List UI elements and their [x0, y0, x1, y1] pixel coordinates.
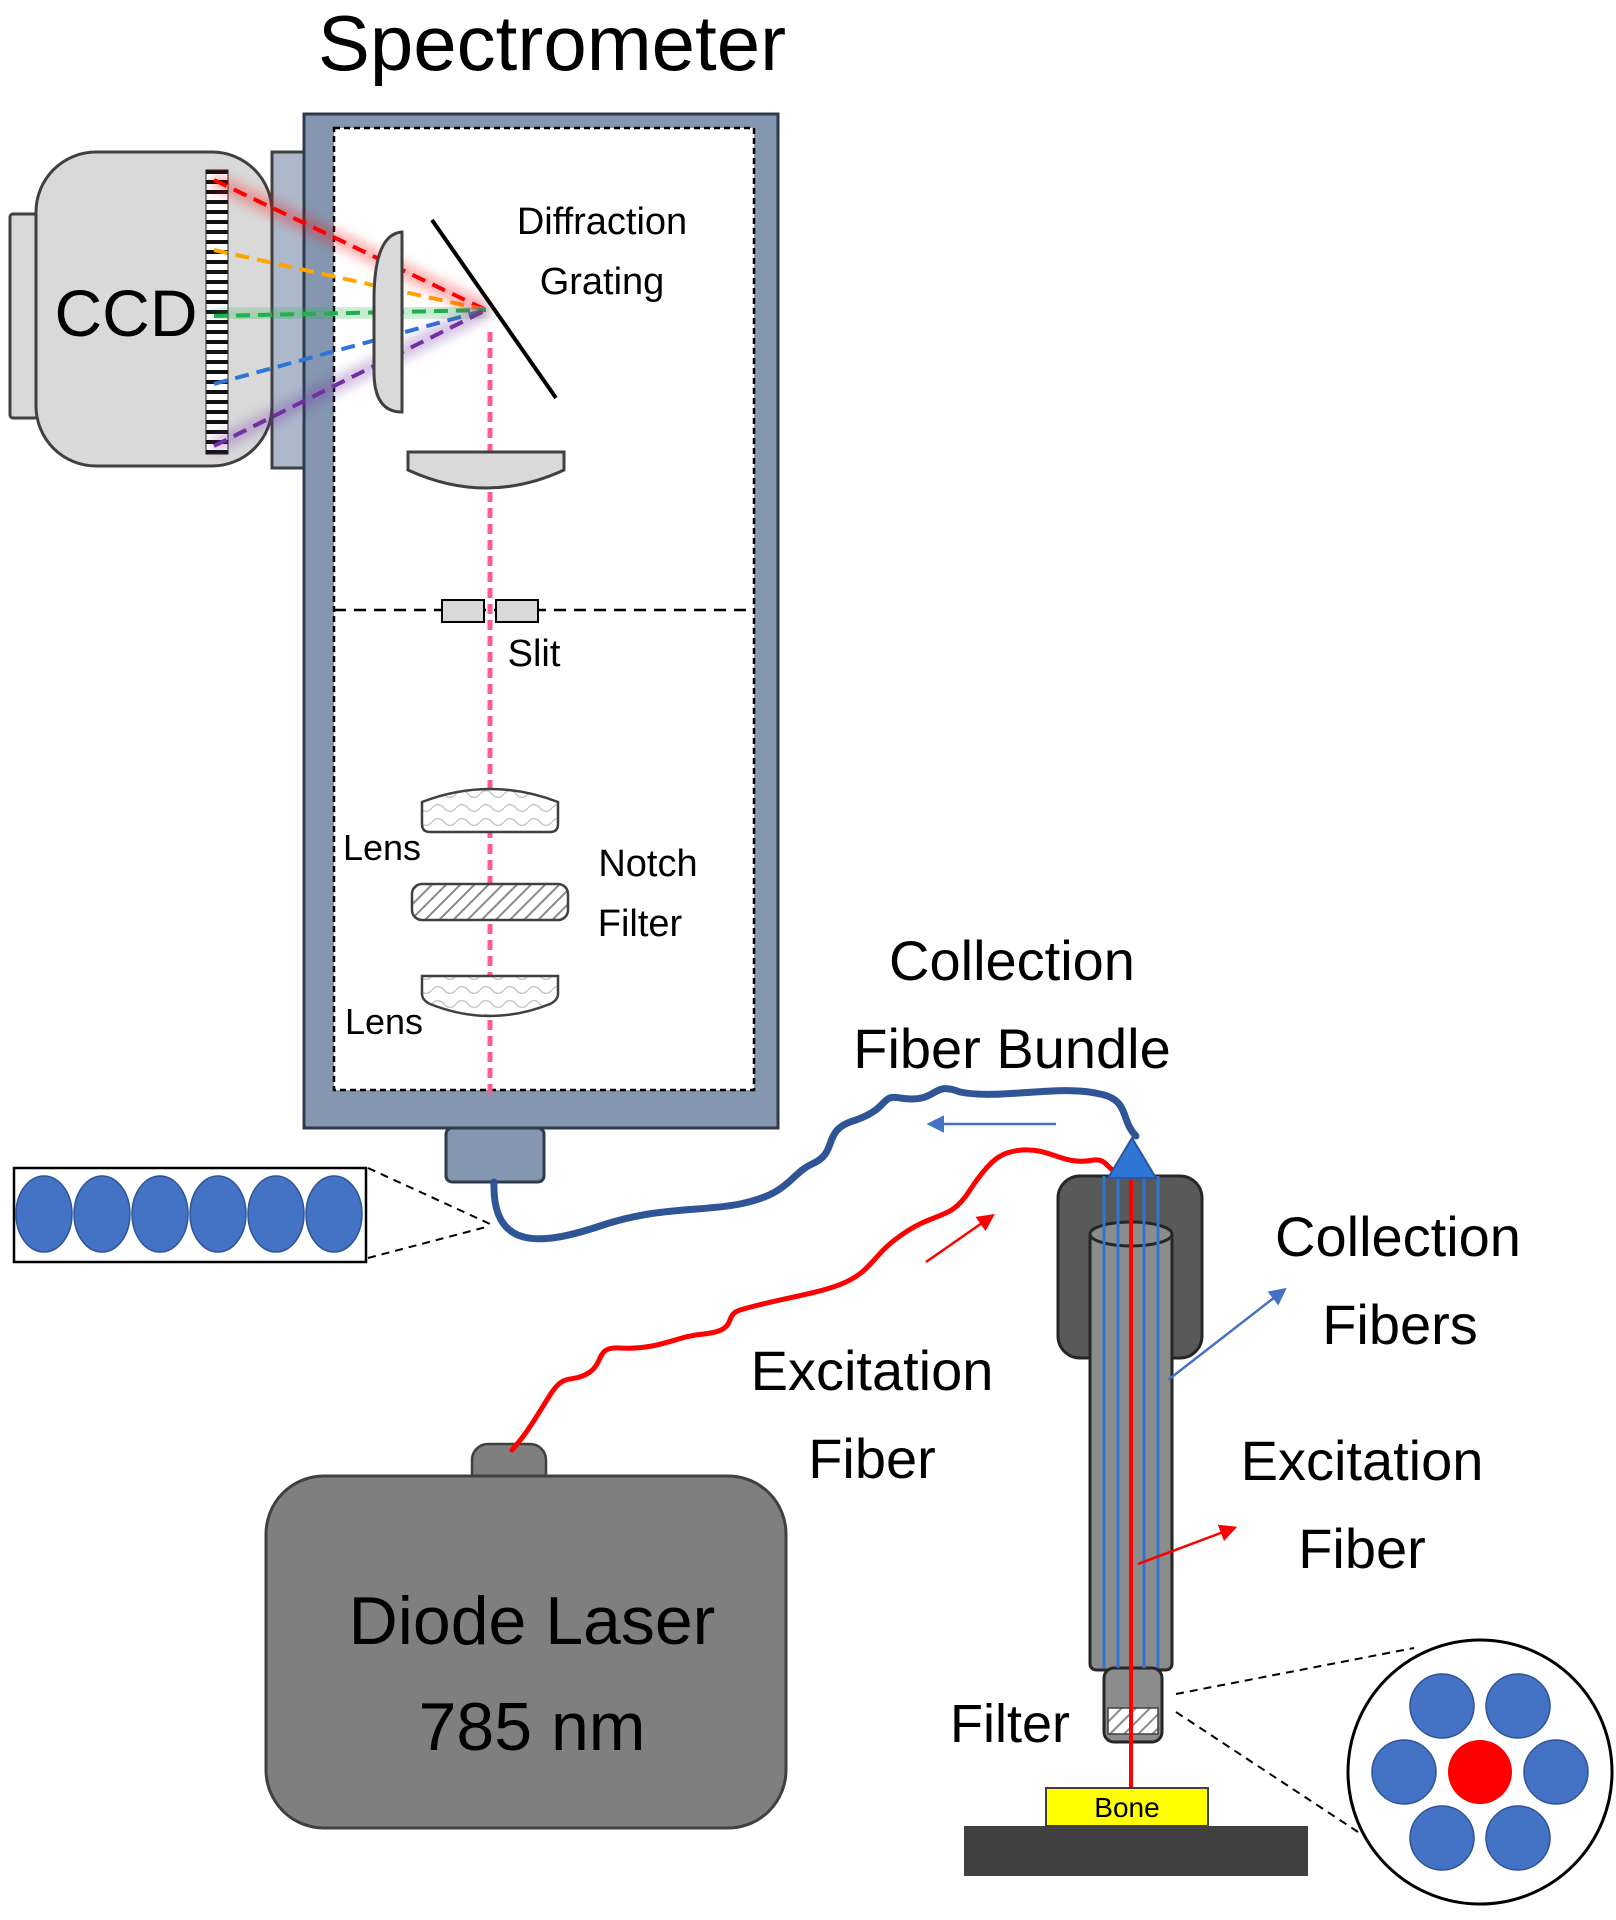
focusing-lens — [372, 230, 404, 414]
spectrum-ray-red-glow — [210, 173, 490, 317]
diffraction-grating-label-line1: Diffraction — [517, 201, 687, 243]
sample-stage — [964, 1826, 1308, 1876]
ccd-back-plate — [8, 212, 40, 420]
round-fiber-blue-right — [1523, 1739, 1589, 1805]
probe-filter-label: Filter — [950, 1694, 1070, 1754]
spectrum-ray-green-glow — [213, 303, 487, 323]
collimating-mirror — [406, 450, 566, 490]
entrance-slit — [441, 599, 539, 623]
bone-label: Bone — [1094, 1792, 1159, 1823]
slit-jaw-right — [495, 599, 539, 623]
spectrum-ray-purple-glow — [210, 303, 490, 453]
diffraction-grating — [430, 218, 558, 400]
linear-fiber-dot-4 — [189, 1175, 247, 1253]
round-fiber-blue-bottom-right — [1485, 1805, 1551, 1871]
notch-filter-label-line2: Filter — [598, 903, 683, 945]
excitation-fiber-cable-label-line1: Excitation — [751, 1339, 994, 1402]
slit-jaw-left — [441, 599, 485, 623]
round-fiber-blue-top-left — [1409, 1673, 1475, 1739]
lower-lens — [420, 974, 560, 1018]
dispersed-spectrum — [210, 173, 490, 453]
probe-end-face-inset — [1175, 1638, 1614, 1906]
collection-fiber-bundle-label-line2: Fiber Bundle — [853, 1017, 1171, 1080]
fiber-probe — [1056, 1136, 1204, 1788]
spectrum-ray-orange — [213, 248, 487, 312]
linear-fiber-dot-6 — [305, 1175, 363, 1253]
collection-fibers-arrow — [1167, 1287, 1287, 1381]
lower-lens-label: Lens — [345, 1001, 423, 1042]
linear-inset-callout-bottom — [367, 1225, 491, 1259]
probe-cable-connector — [1106, 1136, 1158, 1179]
round-fiber-blue-top-right — [1485, 1673, 1551, 1739]
diode-laser: Diode Laser 785 nm — [264, 1442, 788, 1830]
excitation-fiber-probe-arrow — [1137, 1524, 1238, 1566]
notch-filter — [410, 882, 570, 922]
excitation-cable-direction-arrow — [925, 1213, 995, 1264]
bundle-linear-end-inset — [12, 1166, 491, 1264]
spectrum-ray-blue — [213, 308, 487, 386]
laser-label-line1: Diode Laser — [349, 1583, 716, 1659]
diffraction-grating-label-line2: Grating — [540, 261, 665, 303]
excitation-fiber-probe-label-line2: Fiber — [1298, 1517, 1426, 1580]
spectrometer-title: Spectrometer — [318, 0, 786, 87]
excitation-fiber-probe-label-line1: Excitation — [1241, 1429, 1484, 1492]
laser-body — [264, 1474, 788, 1830]
linear-fiber-dot-3 — [131, 1175, 189, 1253]
upper-lens — [420, 787, 560, 834]
collection-fiber-bundle-label-line1: Collection — [889, 929, 1135, 992]
bone-block — [1045, 1787, 1209, 1827]
ccd-label: CCD — [55, 276, 198, 350]
notch-filter-label-line1: Notch — [598, 843, 697, 885]
round-fiber-blue-left — [1371, 1739, 1437, 1805]
round-fiber-red-center — [1448, 1740, 1512, 1804]
round-inset-callout-top — [1175, 1647, 1415, 1695]
collection-fibers-label-line1: Collection — [1275, 1205, 1521, 1268]
linear-fiber-dot-1 — [15, 1175, 73, 1253]
linear-fiber-dot-2 — [73, 1175, 131, 1253]
excitation-fiber-cable-label-line2: Fiber — [808, 1427, 936, 1490]
bone-sample: Bone — [964, 1787, 1308, 1876]
laser-label-line2: 785 nm — [419, 1689, 646, 1765]
collection-fibers-label-line2: Fibers — [1322, 1293, 1478, 1356]
linear-fiber-dot-5 — [247, 1175, 305, 1253]
fiber-connector-port — [444, 1126, 546, 1184]
slit-label: Slit — [508, 633, 561, 675]
round-fiber-blue-bottom-left — [1409, 1805, 1475, 1871]
upper-lens-label: Lens — [343, 827, 421, 868]
collection-fiber-bundle-cable — [490, 1085, 1140, 1243]
excitation-fiber-cable — [509, 1147, 1133, 1453]
